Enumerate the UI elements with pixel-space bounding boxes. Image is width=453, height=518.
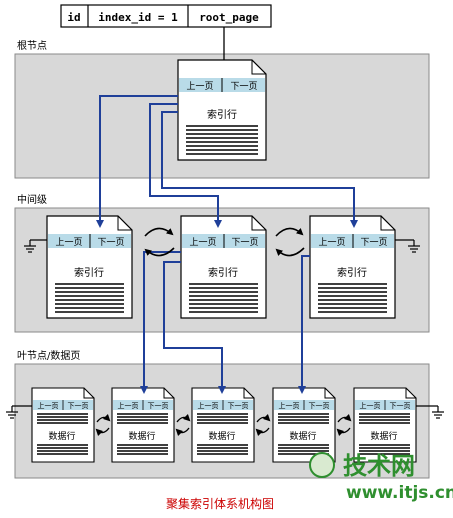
leaf-body-label: 数据行 — [208, 430, 235, 442]
intermediate-body-label: 索引行 — [208, 266, 238, 279]
leaf-body-label: 数据行 — [370, 430, 397, 442]
sibling-link-arrow — [144, 247, 175, 257]
leaf-prev-label: 上一页 — [279, 401, 300, 410]
intermediate-page: 上一页 下一页 索引行 — [180, 215, 267, 319]
watermark-logo-icon — [309, 452, 335, 478]
leaf-page: 上一页 下一页 数据行 — [272, 387, 336, 463]
leaf-next-label: 下一页 — [228, 402, 249, 410]
intermediate-to-leaf-2-arrow — [163, 261, 226, 394]
header-table: id index_id = 1 root_page — [60, 4, 272, 28]
intermediate-to-leaf-3-arrow — [298, 255, 310, 394]
sibling-link-arrow — [336, 427, 351, 437]
watermark-url: www.itjs.cn — [346, 483, 453, 503]
root-level-label: 根节点 — [17, 39, 47, 52]
leaf-next-label: 下一页 — [390, 402, 411, 410]
sibling-link-arrow — [275, 247, 305, 257]
null-ground-icon — [416, 405, 444, 419]
leaf-prev-label: 上一页 — [118, 401, 139, 410]
sibling-link-arrow — [256, 413, 271, 423]
leaf-next-label: 下一页 — [148, 402, 169, 410]
root-next-label: 下一页 — [230, 81, 257, 92]
watermark-logo-text: 技术网 — [343, 452, 415, 480]
sibling-link-arrow — [255, 427, 270, 437]
intermediate-next-label: 下一页 — [360, 237, 387, 248]
leaf-page: 上一页 下一页 数据行 — [191, 387, 255, 463]
leaf-body-label: 数据行 — [128, 430, 155, 442]
intermediate-level-label: 中间级 — [17, 193, 47, 206]
watermark: 技术网 www.itjs.cn — [309, 452, 453, 503]
intermediate-prev-label: 上一页 — [55, 237, 82, 248]
leaf-prev-label: 上一页 — [360, 401, 381, 410]
null-ground-icon — [24, 239, 47, 253]
leaf-body-label: 数据行 — [289, 430, 316, 442]
intermediate-body-label: 索引行 — [337, 266, 367, 279]
sibling-link-arrow — [95, 427, 110, 437]
header-cell-root-page: root_page — [199, 11, 259, 24]
intermediate-body-label: 索引行 — [74, 266, 104, 279]
leaf-prev-label: 上一页 — [198, 401, 219, 410]
sibling-link-arrow — [275, 227, 304, 237]
intermediate-page: 上一页 下一页 索引行 — [309, 215, 396, 319]
header-cell-id: id — [67, 11, 80, 24]
diagram-caption: 聚集索引体系机构图 — [166, 496, 274, 511]
null-ground-icon — [395, 239, 420, 253]
root-page: 上一页 下一页 索引行 — [177, 59, 267, 161]
intermediate-next-label: 下一页 — [97, 237, 124, 248]
sibling-link-arrow — [176, 413, 191, 423]
sibling-link-arrow — [96, 413, 111, 423]
leaf-body-label: 数据行 — [48, 430, 75, 442]
intermediate-next-label: 下一页 — [231, 237, 258, 248]
leaf-page: 上一页 下一页 数据行 — [353, 387, 417, 463]
intermediate-prev-label: 上一页 — [318, 237, 345, 248]
intermediate-prev-label: 上一页 — [189, 237, 216, 248]
sibling-link-arrow — [144, 227, 174, 237]
sibling-link-arrow — [175, 427, 190, 437]
intermediate-page: 上一页 下一页 索引行 — [46, 215, 133, 319]
header-cell-index-id: index_id = 1 — [98, 11, 178, 24]
leaf-next-label: 下一页 — [309, 402, 330, 410]
leaf-prev-label: 上一页 — [38, 401, 59, 410]
sibling-link-arrow — [337, 413, 352, 423]
root-prev-label: 上一页 — [186, 81, 213, 92]
leaf-page: 上一页 下一页 数据行 — [31, 387, 95, 463]
root-to-intermediate-1-arrow — [96, 95, 178, 228]
leaf-level-label: 叶节点/数据页 — [17, 349, 80, 362]
leaf-page: 上一页 下一页 数据行 — [111, 387, 175, 463]
null-ground-icon — [6, 405, 32, 419]
root-body-label: 索引行 — [207, 108, 237, 121]
root-to-intermediate-2-arrow — [149, 103, 222, 228]
root-to-intermediate-3-arrow — [161, 111, 358, 228]
leaf-next-label: 下一页 — [68, 402, 89, 410]
